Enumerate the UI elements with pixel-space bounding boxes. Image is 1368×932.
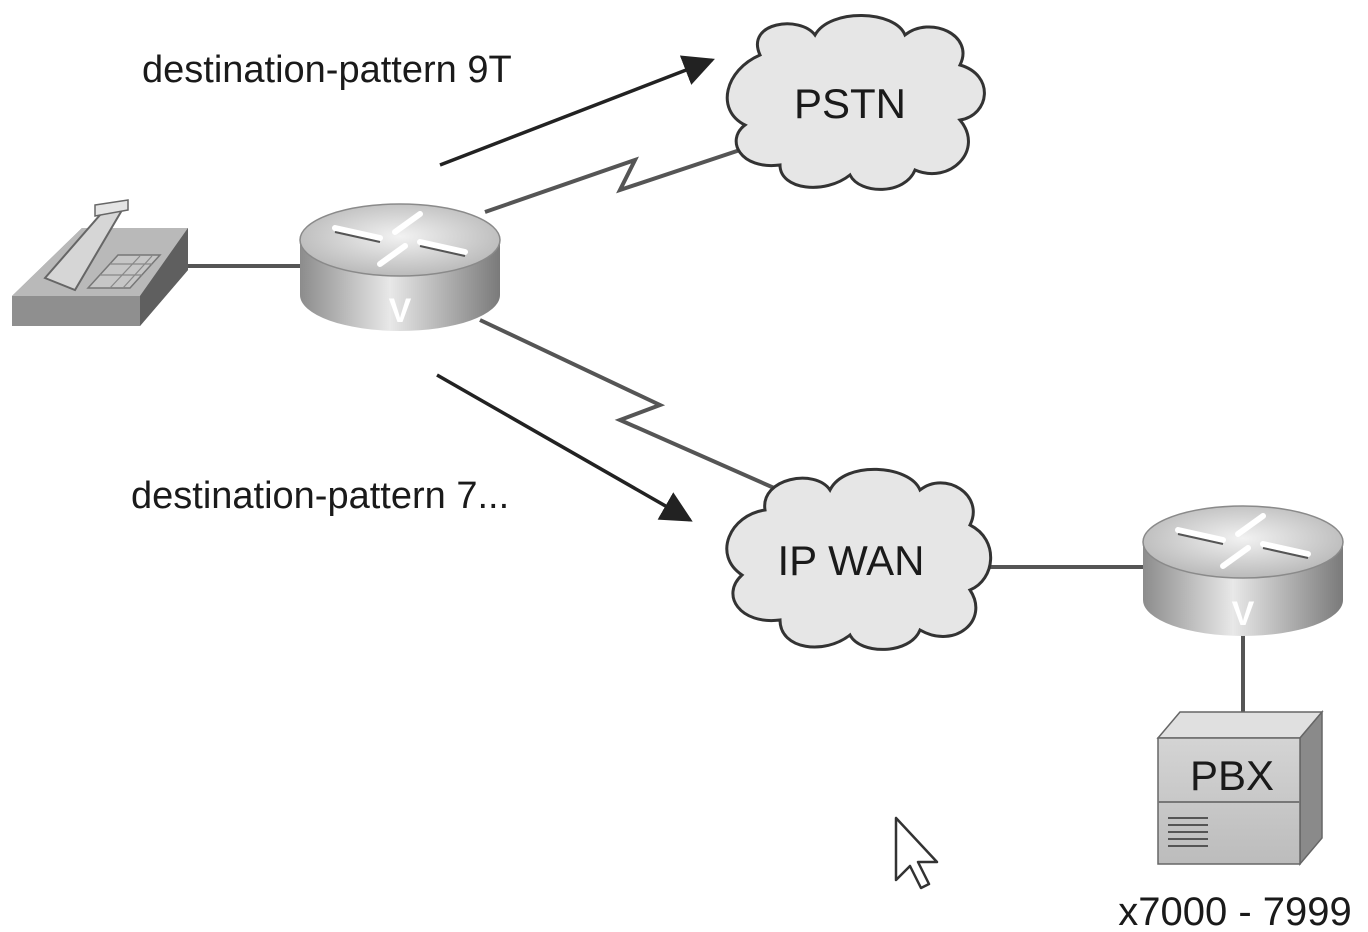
remote-voice-router-icon: V [1142,505,1344,636]
pbx-icon: PBX [1156,709,1324,867]
wan-route-arrow [436,373,693,522]
wan-pattern-label: destination-pattern 7... [131,475,509,517]
pstn-serial-link [484,148,741,214]
pstn-cloud: PSTN [725,14,986,191]
mouse-pointer-icon [894,816,939,890]
remote-router-v-mark: V [1232,595,1255,633]
local-voice-router-icon: V [299,203,501,331]
pbx-label: PBX [1190,752,1274,799]
wan-serial-link [479,318,791,497]
ip-wan-cloud-label: IP WAN [777,537,924,584]
extension-range-label: x7000 - 7999 [1118,890,1352,932]
links [185,148,1245,712]
pstn-pattern-label: destination-pattern 9T [142,49,512,91]
pstn-cloud-label: PSTN [794,80,906,127]
pstn-route-arrow [439,55,715,167]
telephone-icon [12,199,188,326]
local-router-v-mark: V [389,292,412,330]
ip-wan-cloud: IP WAN [725,467,993,651]
